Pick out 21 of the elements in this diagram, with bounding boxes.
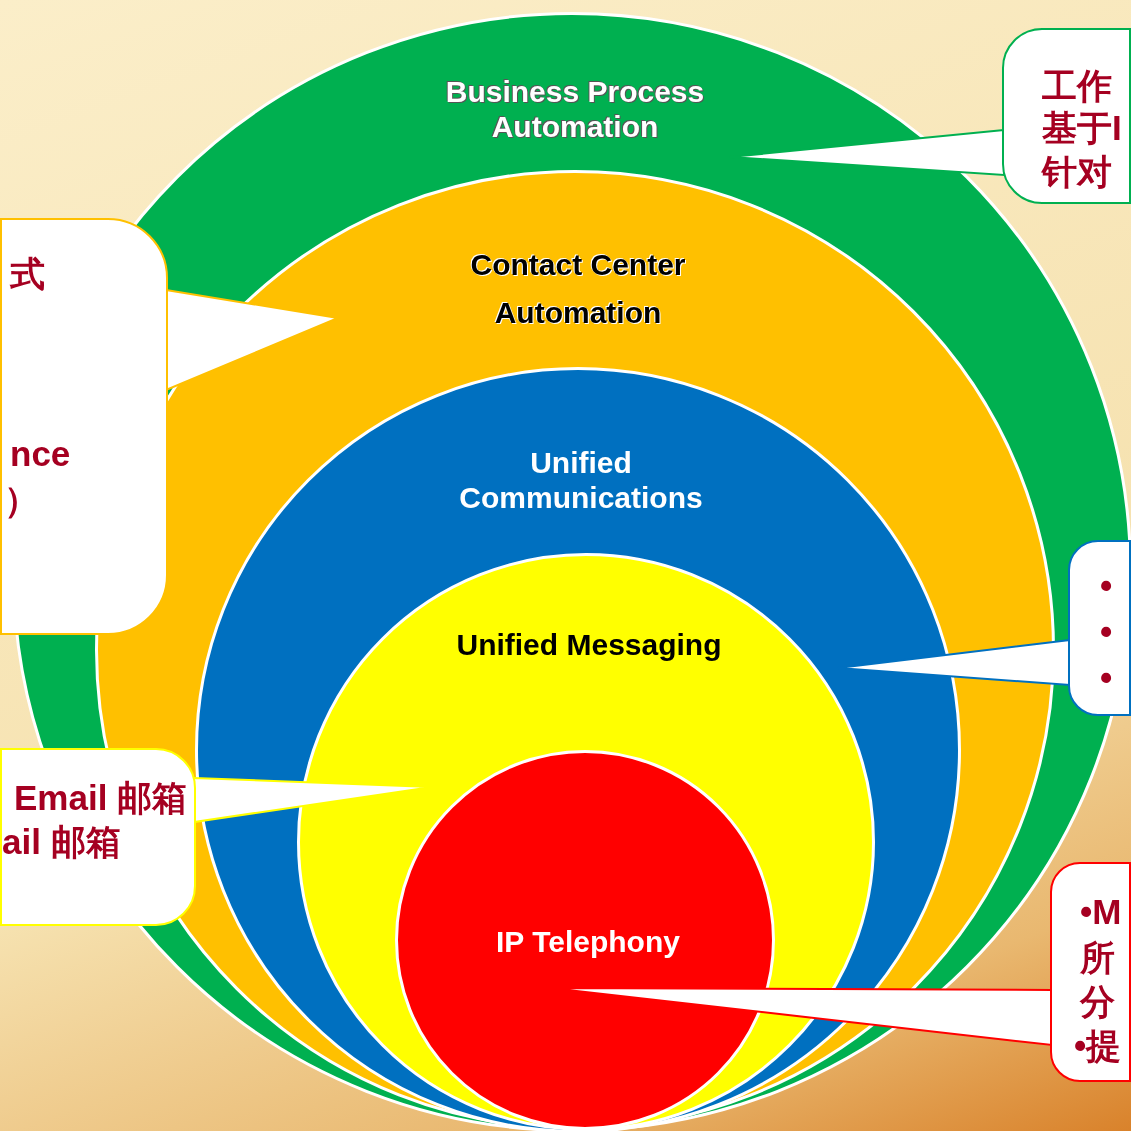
ring-label: IP Telephony (496, 925, 680, 960)
callout-text: • (1100, 660, 1113, 695)
callout-text: nce (10, 436, 71, 471)
callout-text: 式 (10, 256, 45, 291)
callout-text: Email 邮箱 (14, 780, 188, 815)
callout-text: 基于I (1042, 110, 1122, 145)
callout-text: •M (1080, 894, 1122, 929)
callout-text: • (1100, 614, 1113, 649)
callout-text: 工作 (1042, 68, 1112, 103)
callout-text: ail 邮箱 (2, 824, 121, 859)
ring-label: Unified Messaging (456, 628, 722, 663)
callout-text: ） (4, 482, 39, 517)
ring-label: Unified Communications (458, 446, 704, 515)
callout-bubble (0, 748, 196, 926)
ring-label: Contact Center Automation (469, 247, 687, 331)
callout-text: 分 (1080, 984, 1115, 1019)
callout-text: 针对 (1042, 154, 1112, 189)
callout-text: •提 (1074, 1028, 1122, 1063)
callout-text: 所 (1080, 940, 1115, 975)
callout-text: • (1100, 568, 1113, 603)
ring-label: Business Process Automation (444, 75, 706, 144)
